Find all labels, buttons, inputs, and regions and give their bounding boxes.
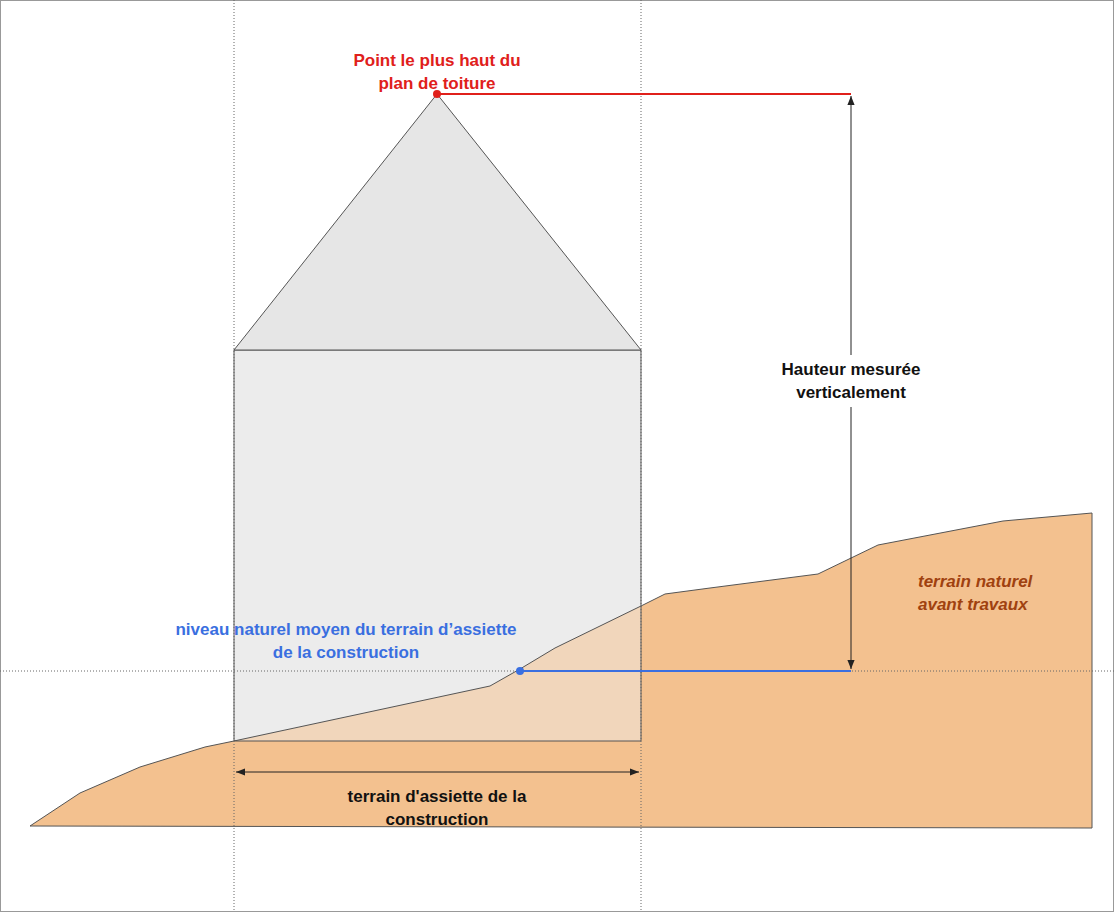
terrain-label: terrain naturel avant travaux bbox=[918, 570, 1068, 616]
dimension-label: terrain d'assiette de la construction bbox=[342, 785, 532, 831]
mean-level-line bbox=[520, 670, 851, 672]
guide-line bbox=[234, 0, 235, 912]
top-level-line bbox=[437, 93, 851, 95]
top-point-label: Point le plus haut du plan de toiture bbox=[337, 49, 537, 95]
house-wall bbox=[234, 350, 641, 741]
dimension-label: Hauteur mesurée verticalement bbox=[756, 355, 946, 407]
mean-level-point bbox=[516, 667, 524, 675]
mean-level-label: niveau naturel moyen du terrain d’assiet… bbox=[166, 618, 526, 664]
house-roof bbox=[234, 94, 641, 350]
guide-line bbox=[0, 671, 1114, 672]
width-dimension bbox=[236, 772, 639, 773]
guide-line bbox=[641, 0, 642, 912]
